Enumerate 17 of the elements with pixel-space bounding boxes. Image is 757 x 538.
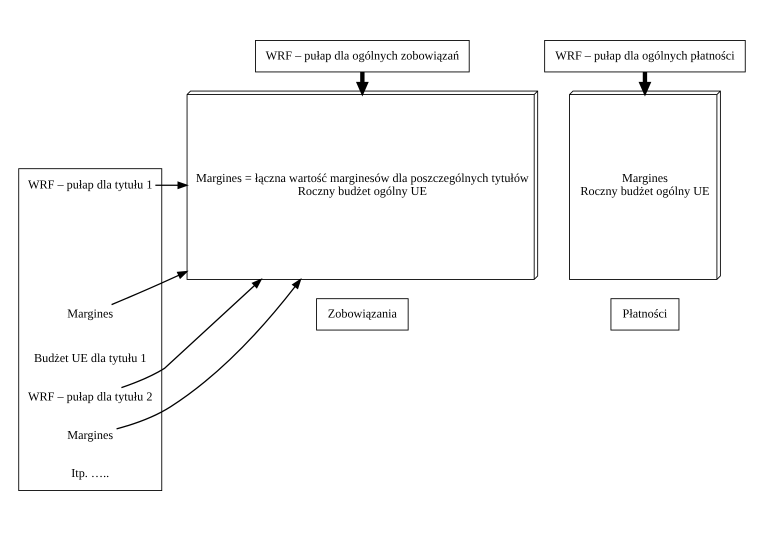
node-text: Itp. …..	[71, 466, 110, 480]
arrow	[116, 278, 302, 430]
arrow	[155, 181, 189, 190]
arrow	[121, 278, 263, 388]
arrow	[638, 72, 652, 96]
node-text: WRF – pułap dla tytułu 1	[28, 178, 152, 192]
arrow	[111, 270, 189, 306]
node-text: Budżet UE dla tytułu 1	[34, 351, 147, 366]
node-box: Płatności	[610, 298, 680, 330]
node-box: WRF – pułap dla ogólnych zobowiązań	[255, 40, 470, 72]
node-box: Zobowiązania	[316, 298, 409, 330]
node-text: Margines	[67, 428, 114, 442]
arrow	[356, 72, 369, 96]
node-text: Margines	[67, 306, 114, 321]
cluster	[18, 168, 162, 491]
node-text: WRF – pułap dla tytułu 2	[28, 389, 152, 404]
node-box: WRF – pułap dla ogólnych płatności	[544, 40, 746, 72]
